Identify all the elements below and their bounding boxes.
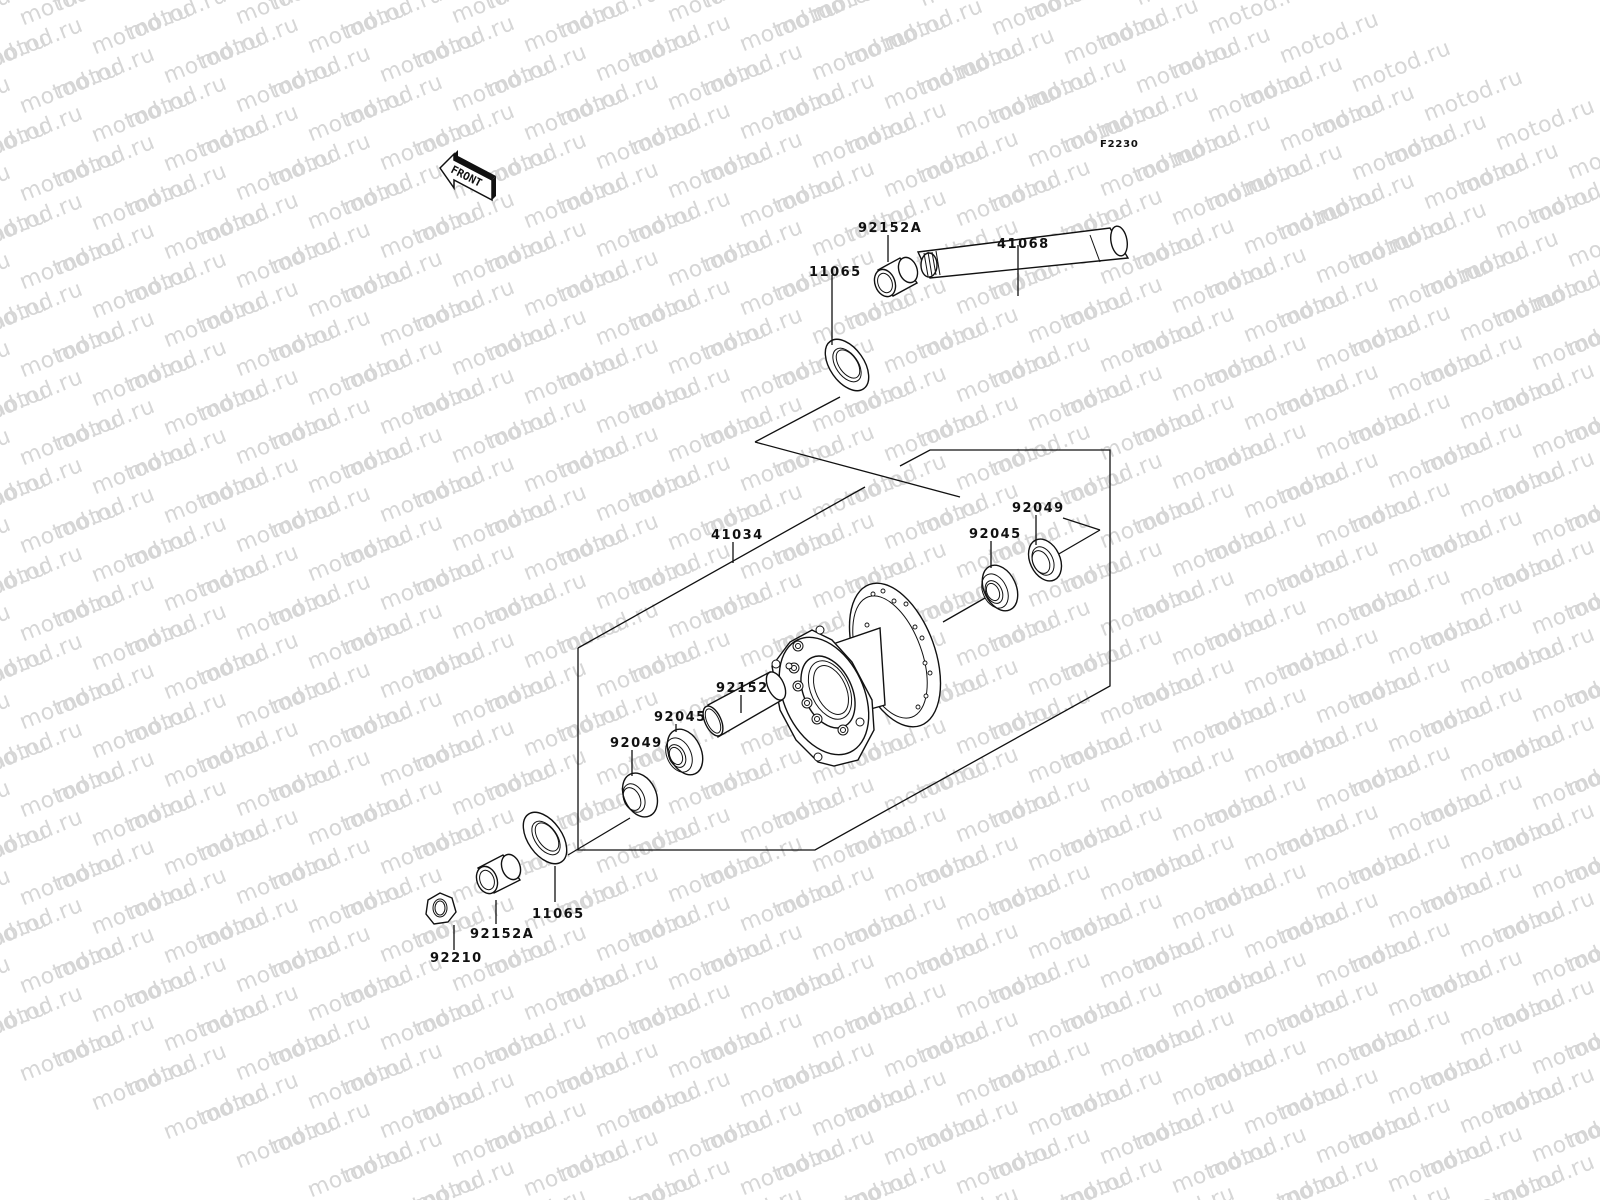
part-label-92152A-top: 92152A xyxy=(858,221,922,236)
collar-icon xyxy=(873,256,919,298)
ball-bearing-icon xyxy=(981,564,1019,612)
collar-icon xyxy=(475,853,522,895)
dust-cap-icon xyxy=(824,338,870,392)
axle-shaft-icon xyxy=(916,225,1130,279)
dust-cap-icon xyxy=(522,811,568,865)
axle-nut-icon xyxy=(425,892,457,925)
diagram-code: F2230 xyxy=(1100,139,1139,150)
front-arrow-icon: FRONT xyxy=(439,150,496,202)
hub-assembly-box xyxy=(577,449,1111,851)
part-label-92049-left: 92049 xyxy=(610,736,663,751)
part-label-92045-right: 92045 xyxy=(969,527,1022,542)
part-label-11065-top: 11065 xyxy=(809,265,862,280)
spacer-tube-icon xyxy=(702,671,787,739)
part-label-41068: 41068 xyxy=(997,237,1050,252)
oil-seal-icon xyxy=(621,772,659,818)
wheel-hub-icon xyxy=(771,582,942,767)
part-label-92152: 92152 xyxy=(716,681,769,696)
part-label-92049-right: 92049 xyxy=(1012,501,1065,516)
part-label-92210: 92210 xyxy=(430,951,483,966)
oil-seal-icon xyxy=(1027,538,1063,582)
part-label-11065-bottom: 11065 xyxy=(532,907,585,922)
leader-lines xyxy=(567,396,1101,856)
ball-bearing-icon xyxy=(665,728,704,776)
part-label-92152A-bottom: 92152A xyxy=(470,927,534,942)
part-label-41034: 41034 xyxy=(711,528,764,543)
part-label-92045-left: 92045 xyxy=(654,710,707,725)
